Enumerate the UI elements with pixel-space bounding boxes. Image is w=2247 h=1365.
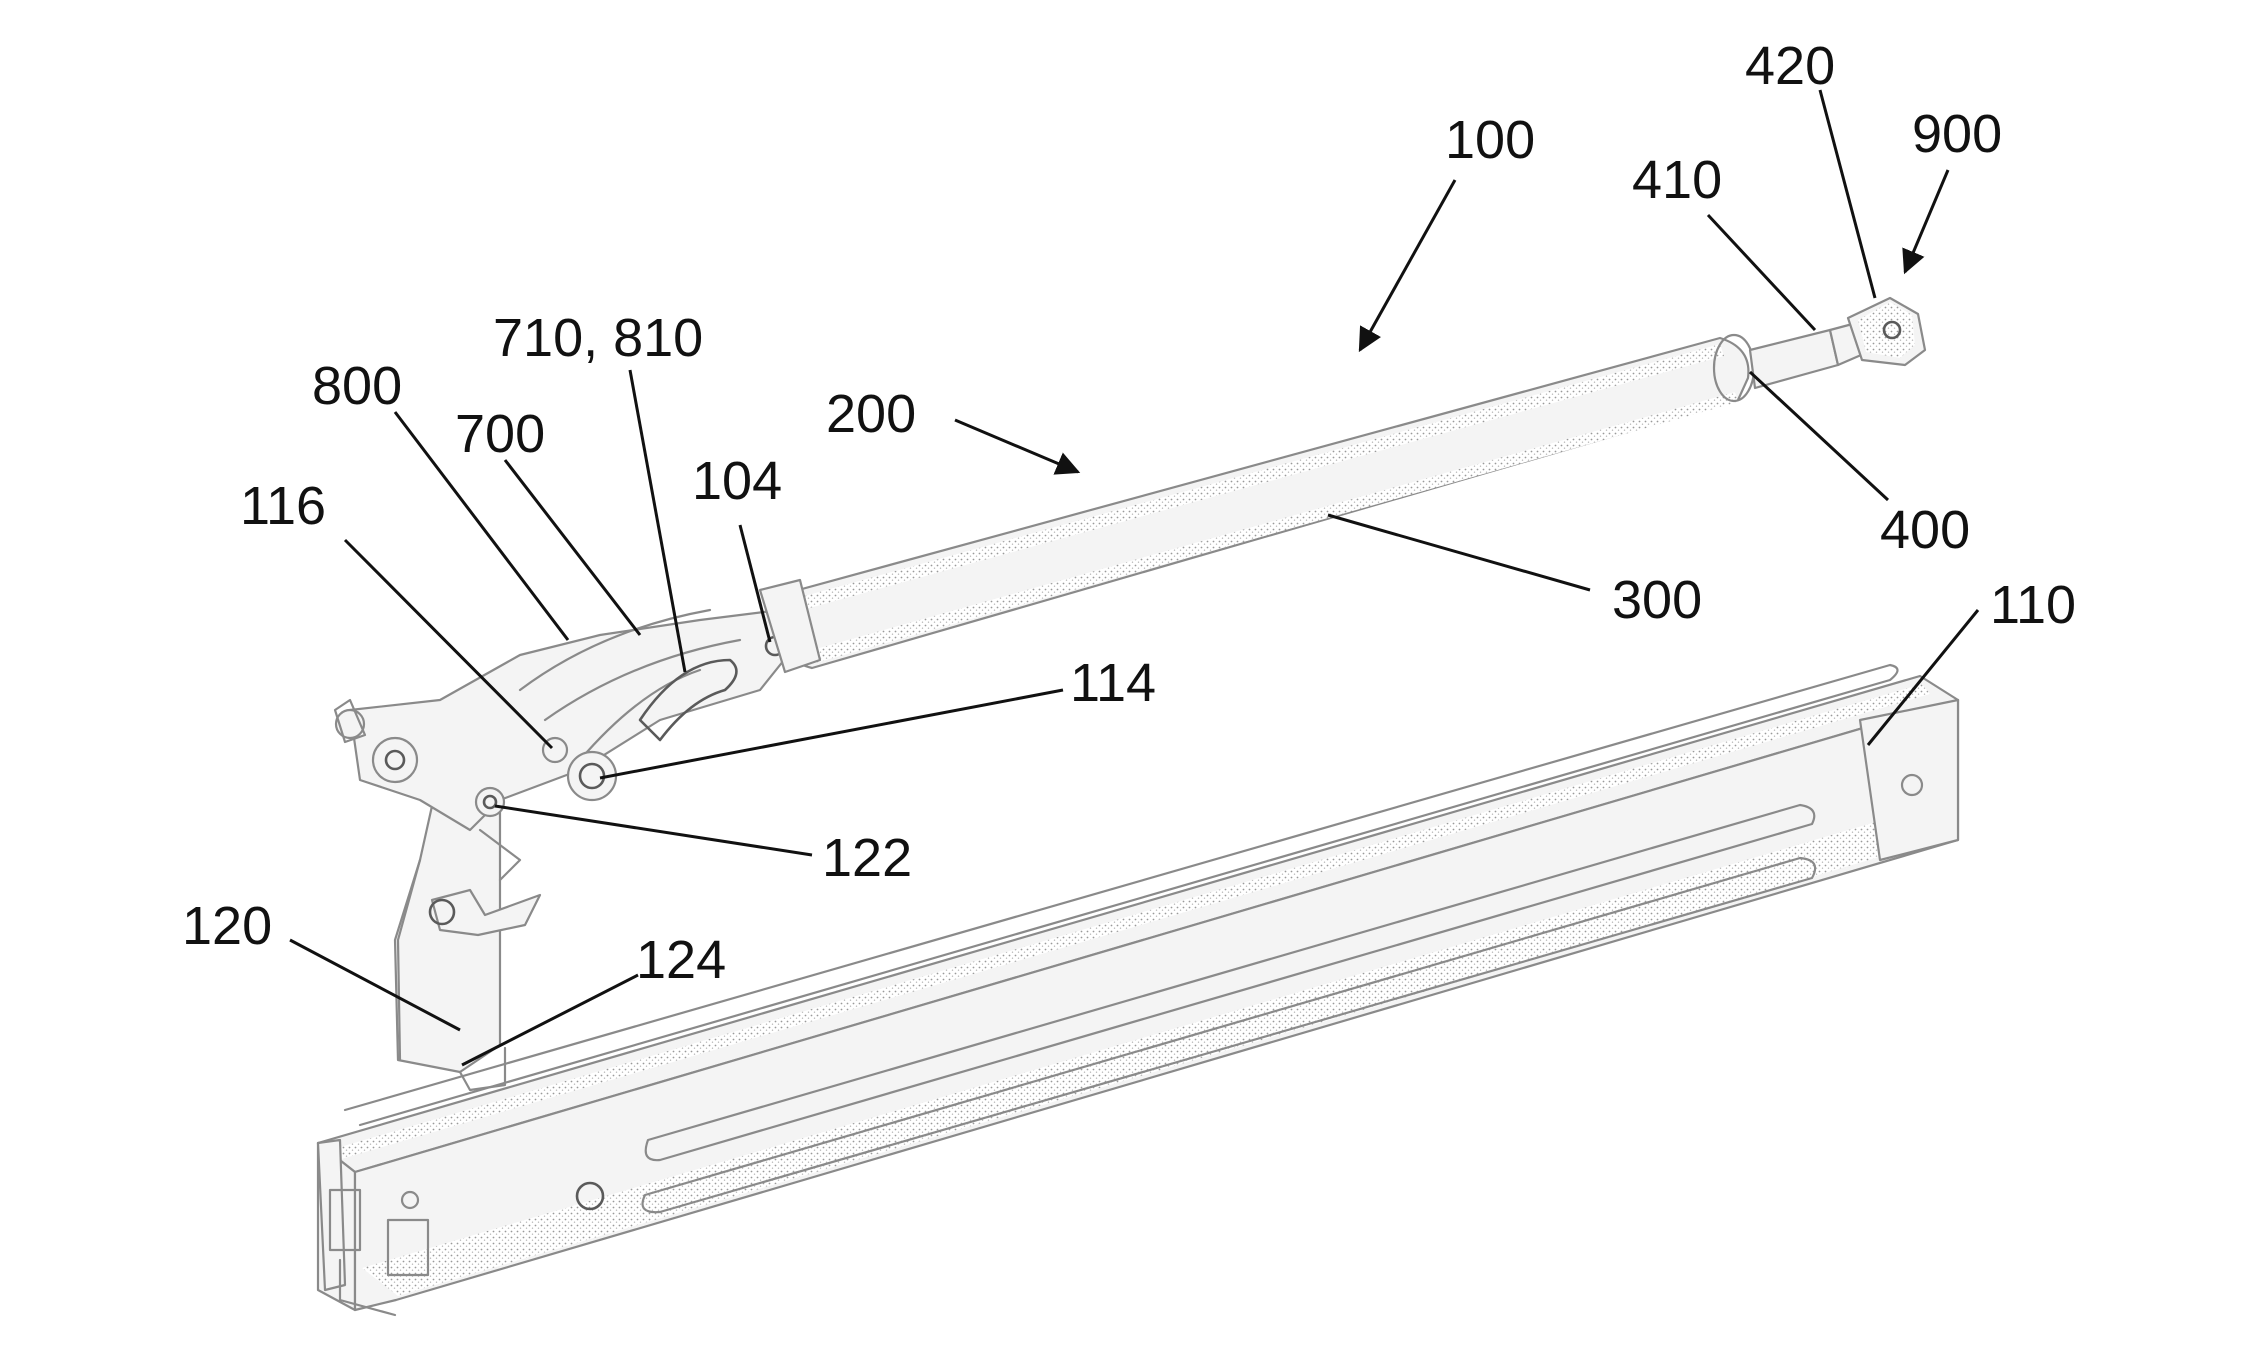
label-116: 116 <box>240 476 326 536</box>
label-122: 122 <box>822 828 912 888</box>
label-900: 900 <box>1912 104 2002 164</box>
label-710-810: 710, 810 <box>493 308 703 368</box>
label-400: 400 <box>1880 500 1970 560</box>
label-100: 100 <box>1445 110 1535 170</box>
arrow-200 <box>955 420 1078 472</box>
label-800: 800 <box>312 356 402 416</box>
leader-420 <box>1820 90 1875 298</box>
arrow-900 <box>1905 170 1948 272</box>
leader-410 <box>1708 215 1815 330</box>
label-420: 420 <box>1745 36 1835 96</box>
gas-spring <box>760 298 1925 672</box>
label-120: 120 <box>182 896 272 956</box>
label-114: 114 <box>1070 653 1156 713</box>
linkage-plates <box>335 610 800 830</box>
arrow-100 <box>1360 180 1455 350</box>
label-200: 200 <box>826 384 916 444</box>
leader-700 <box>505 460 640 635</box>
label-410: 410 <box>1632 150 1722 210</box>
label-700: 700 <box>455 404 545 464</box>
label-300: 300 <box>1612 570 1702 630</box>
label-104: 104 <box>692 451 782 511</box>
leader-122 <box>495 806 812 855</box>
label-110: 110 <box>1990 575 2076 635</box>
leader-400 <box>1750 372 1888 500</box>
leader-300 <box>1328 515 1590 590</box>
label-124: 124 <box>636 930 726 990</box>
